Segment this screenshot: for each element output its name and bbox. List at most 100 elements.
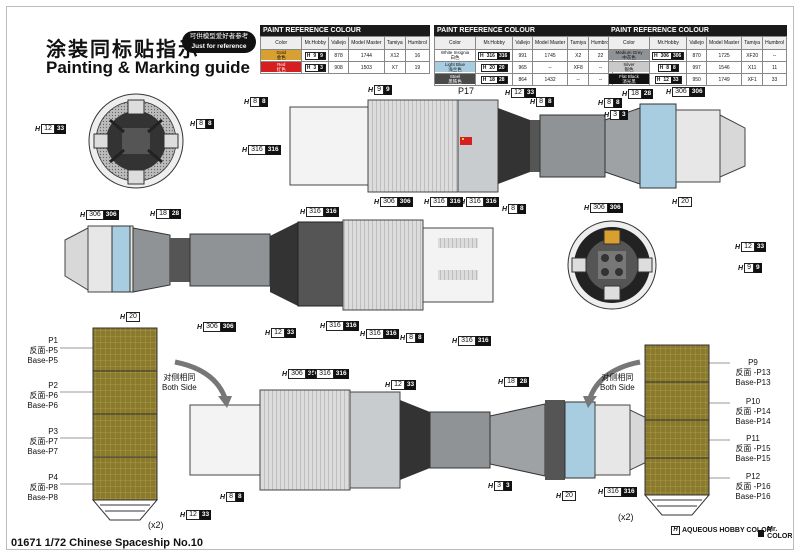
paint-table-header: Color — [608, 36, 650, 50]
quantity-right: (x2) — [618, 512, 634, 522]
title-english: Painting & Marking guide — [46, 58, 251, 77]
legend-mr-label: Mr. COLOR — [767, 526, 793, 540]
label-p17: P17 — [458, 86, 475, 96]
spaceship-side-view-middle — [64, 219, 494, 311]
badge-en: Just for reference — [191, 43, 247, 50]
paint-table-header: Model Master — [531, 36, 569, 50]
spaceship-side-view-bottom — [189, 389, 656, 491]
badge-zh: 可供模型爱好者参考 — [189, 33, 249, 40]
solar-panel-right — [643, 344, 711, 516]
paint-table-header: Tamiya — [567, 36, 590, 50]
both-side-left-en: Both Side — [162, 383, 197, 392]
both-side-right: 对侧相同 Both Side — [600, 373, 635, 393]
paint-table-header: Humbrol — [404, 36, 431, 50]
paint-table-header: Tamiya — [741, 36, 764, 50]
paint-table-cell: 33 — [762, 73, 787, 86]
paint-table-cell: 19 — [404, 61, 431, 74]
legend-aqueous-label: AQUEOUS HOBBY COLOR — [682, 527, 772, 534]
paint-table-header: Mr.Hobby — [474, 36, 514, 50]
footer-title: 01671 1/72 Chinese Spaceship No.10 — [11, 537, 203, 549]
end-view-right — [567, 220, 657, 310]
paint-table-caption: PAINT REFERENCE COLOUR — [608, 25, 787, 36]
title-chinese: 涂装同标贴指示 — [46, 39, 200, 61]
both-side-right-en: Both Side — [600, 383, 635, 392]
reference-badge: 可供模型爱好者参考 Just for reference — [182, 31, 256, 53]
legend-aqueous: H AQUEOUS HOBBY COLOR — [671, 526, 772, 535]
paint-table-cell: 908 — [328, 61, 350, 74]
paint-table-caption: PAINT REFERENCE COLOUR — [434, 25, 613, 36]
spaceship-side-view-top — [289, 99, 746, 193]
end-view-top-left — [88, 93, 184, 189]
paint-table-cell: 1432 — [531, 73, 569, 86]
paint-table-header: Mr.Hobby — [648, 36, 688, 50]
paint-table-cell: XF1 — [741, 73, 764, 86]
paint-table-header: Mr.Hobby — [301, 36, 330, 50]
paint-table-caption: PAINT REFERENCE COLOUR — [260, 25, 430, 36]
paint-table-header: Model Master — [348, 36, 385, 50]
quantity-left: (x2) — [148, 520, 164, 530]
h-box-icon: H — [671, 526, 680, 535]
footer-name: Chinese Spaceship No.10 — [69, 537, 204, 549]
both-side-left-zh: 对侧相同 — [163, 373, 196, 382]
